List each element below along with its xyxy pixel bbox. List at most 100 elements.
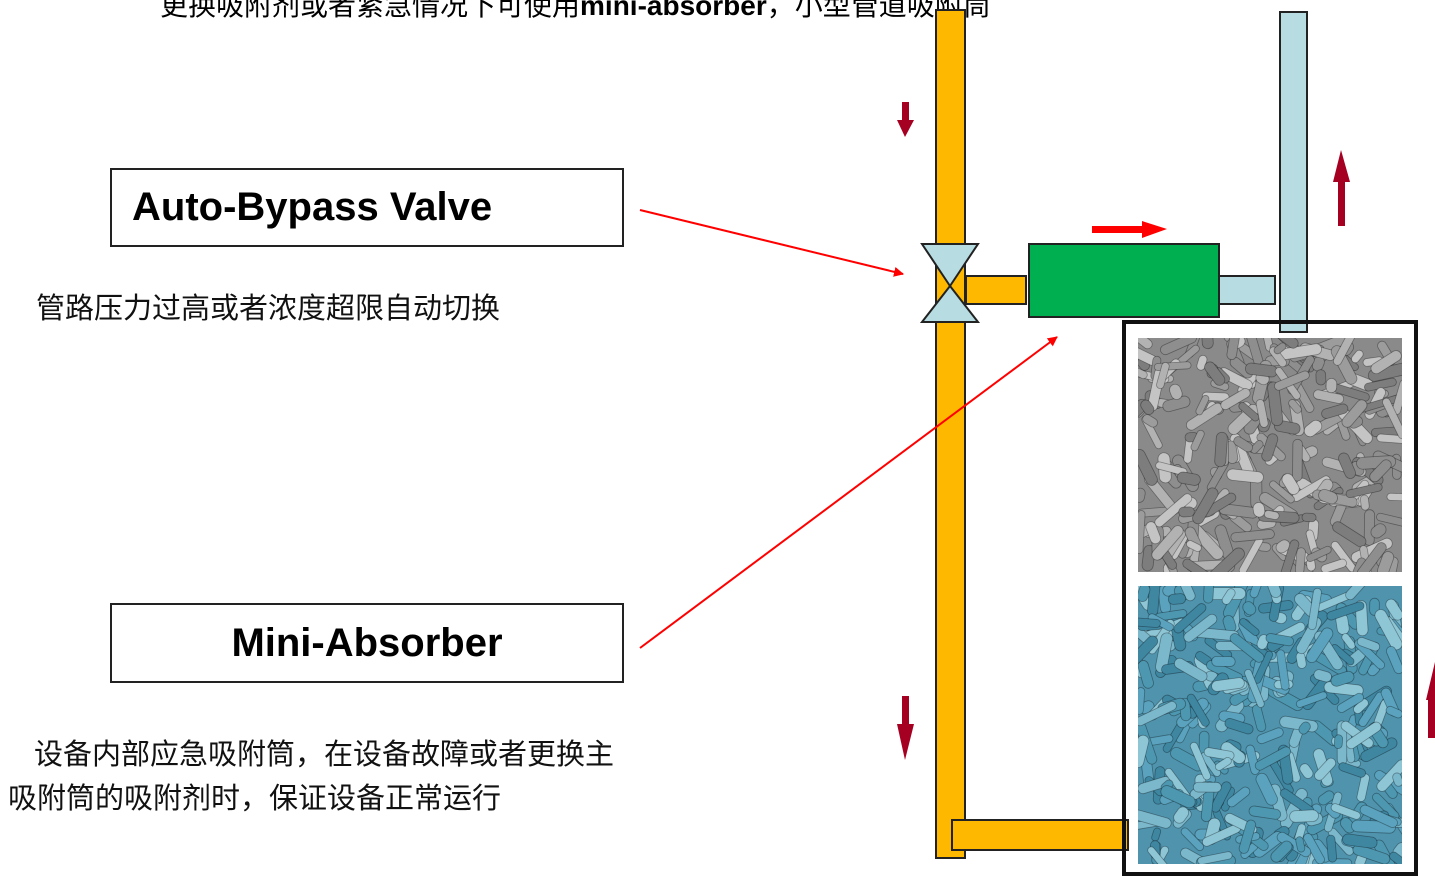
pellet — [1341, 633, 1356, 650]
pellet — [1273, 342, 1287, 355]
caption-part1: 更换吸附剂或者紧急情况下可使用 — [160, 0, 581, 22]
pellet — [1382, 397, 1402, 440]
pellet — [1147, 846, 1178, 864]
pellet — [1275, 539, 1291, 554]
pellet — [1292, 438, 1303, 482]
pellet — [1167, 593, 1187, 605]
pellet — [1178, 506, 1195, 518]
flow-arrow-down-top — [897, 102, 914, 137]
mini-absorber-description-line1: 设备内部应急吸附筒，在设备故障或者更换主 — [34, 737, 615, 771]
pellet — [1377, 551, 1395, 572]
pellet — [1195, 394, 1210, 416]
pellet — [1332, 521, 1367, 548]
flow-arrow-down-bottom — [897, 696, 914, 760]
pellet — [1385, 705, 1402, 719]
pellet — [1151, 525, 1184, 561]
pellet — [1303, 419, 1323, 438]
pellet — [1320, 558, 1347, 572]
pellet — [1221, 588, 1236, 605]
pellet — [1341, 399, 1368, 428]
pellet — [1176, 471, 1201, 486]
pellet — [1342, 833, 1378, 849]
pellet — [1274, 370, 1310, 391]
pellet — [1238, 402, 1260, 422]
pellet — [1200, 751, 1222, 777]
pellet — [1138, 687, 1146, 715]
pellet — [1138, 809, 1172, 829]
pellet — [1177, 586, 1196, 602]
pellet — [1211, 655, 1236, 667]
pellet — [1210, 781, 1232, 813]
pellet — [1138, 660, 1154, 689]
top-caption: 更换吸附剂或者紧急情况下可使用mini-absorber，小型管道吸附筒 — [160, 0, 991, 24]
gray-pellets-image — [1138, 338, 1402, 572]
pellet — [1255, 399, 1269, 428]
pellet — [1306, 545, 1332, 562]
mini-absorber-description-line2: 吸附筒的吸附剂时，保证设备正常运行 — [8, 781, 502, 815]
pellet — [1229, 633, 1265, 663]
pellet — [1190, 429, 1205, 452]
pellet — [1248, 805, 1282, 820]
outlet-pipe-vertical — [1279, 11, 1308, 333]
pellet — [1336, 692, 1365, 713]
pellet — [1295, 836, 1306, 853]
pellet — [1345, 721, 1382, 750]
flow-arrow-up-outlet — [1333, 150, 1350, 226]
pellet — [1270, 840, 1293, 863]
pellet — [1182, 558, 1215, 572]
pellet — [1374, 609, 1402, 651]
pellet — [1356, 773, 1370, 802]
pellet — [1220, 388, 1251, 411]
pellet — [1267, 586, 1282, 599]
pellet — [1155, 632, 1173, 674]
pellet — [1389, 851, 1402, 864]
pellet — [1359, 804, 1398, 828]
pellet — [1317, 790, 1335, 806]
pellet — [1156, 362, 1170, 390]
pellet — [1186, 540, 1202, 552]
pellet — [1230, 529, 1275, 543]
pellet — [1186, 693, 1210, 727]
auto-bypass-valve-label-text: Auto-Bypass Valve — [132, 185, 493, 229]
pellet — [1313, 669, 1332, 683]
pointer-line-valve — [639, 209, 904, 277]
caption-part2: ，小型管道吸附筒 — [766, 0, 991, 22]
flow-arrow-up-housing — [1426, 662, 1435, 738]
pellet — [1138, 734, 1150, 768]
pellet — [1254, 746, 1292, 771]
pellet — [1211, 677, 1245, 692]
pellet — [1351, 349, 1364, 364]
pellet — [1151, 827, 1162, 842]
pellet — [1226, 338, 1241, 361]
pellet — [1214, 757, 1232, 771]
pellet — [1214, 431, 1228, 468]
pellet — [1256, 727, 1284, 745]
pellet — [1289, 809, 1319, 823]
mini-absorber-body — [1028, 243, 1220, 318]
pellet — [1183, 613, 1218, 643]
pellet — [1242, 601, 1257, 616]
pellet — [1352, 844, 1391, 864]
pellet — [1386, 492, 1402, 502]
pellet — [1330, 670, 1355, 687]
pellet — [1359, 494, 1370, 511]
pellet — [1326, 834, 1338, 863]
pellet — [1333, 734, 1344, 749]
pellet — [1301, 512, 1317, 523]
pellet — [1138, 367, 1148, 380]
pellet — [1307, 587, 1322, 631]
pellet — [1233, 436, 1254, 453]
pellet — [1354, 639, 1386, 670]
pellet — [1299, 763, 1314, 779]
pellet — [1345, 586, 1371, 601]
mini-absorber-label: Mini-Absorber — [110, 603, 624, 683]
pellet — [1280, 539, 1300, 572]
pellet — [1376, 512, 1402, 530]
pellet — [1226, 786, 1251, 808]
pellet — [1370, 523, 1387, 539]
bypass-valve-icon — [919, 243, 981, 323]
pellet — [1173, 806, 1190, 824]
pellet — [1281, 473, 1300, 495]
pellet — [1338, 452, 1356, 479]
